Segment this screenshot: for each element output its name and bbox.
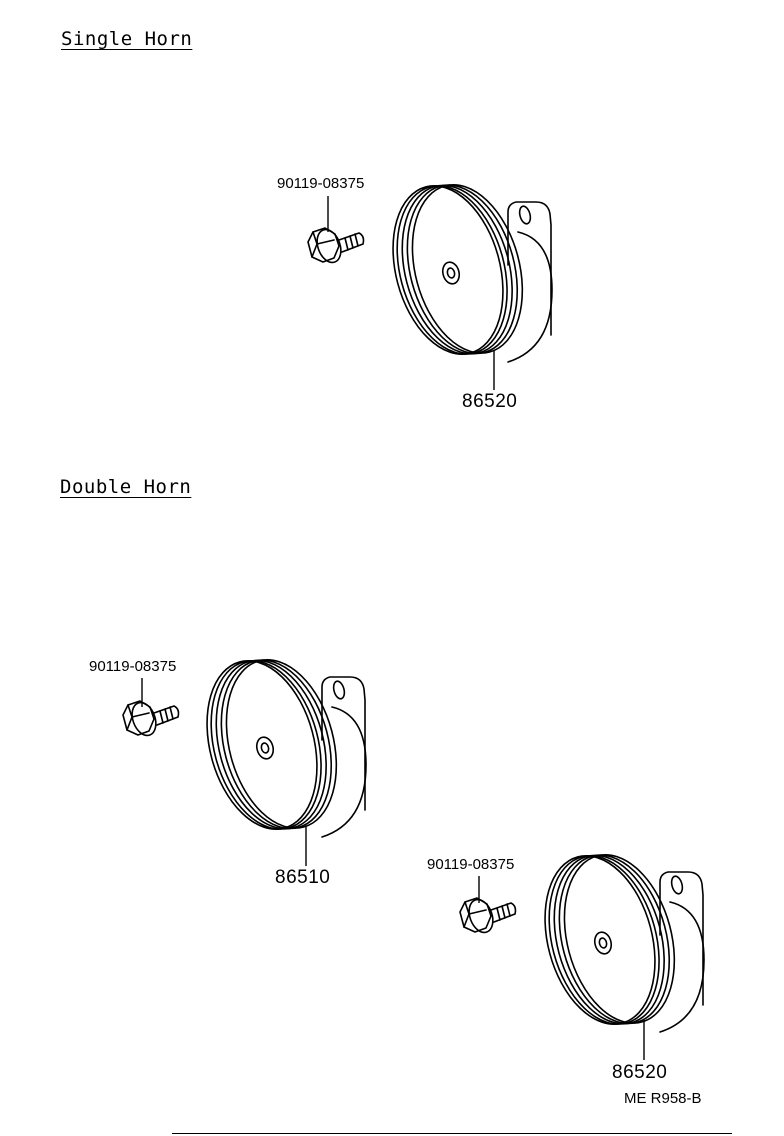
double-left-horn-illustration bbox=[188, 646, 367, 843]
double-right-bolt-illustration bbox=[459, 895, 517, 937]
single-horn-illustration bbox=[374, 171, 553, 368]
double-left-leader-lines bbox=[141, 678, 307, 866]
single-bolt-part-number: 90119-08375 bbox=[277, 175, 365, 192]
single-bolt-illustration bbox=[307, 225, 365, 267]
single-horn-title: Single Horn bbox=[61, 28, 193, 50]
double-right-horn-illustration bbox=[526, 841, 705, 1038]
single-horn-part-number: 86520 bbox=[462, 391, 518, 412]
bottom-divider bbox=[172, 1133, 732, 1134]
double-left-horn-part-number: 86510 bbox=[275, 867, 331, 888]
double-horn-title: Double Horn bbox=[60, 476, 192, 498]
single-leader-lines bbox=[327, 196, 495, 390]
double-right-leader-lines bbox=[478, 876, 645, 1060]
figure-code: ME R958-B bbox=[624, 1090, 702, 1107]
double-left-bolt-illustration bbox=[122, 698, 180, 740]
double-right-horn-part-number: 86520 bbox=[612, 1062, 668, 1083]
double-left-bolt-part-number: 90119-08375 bbox=[89, 658, 177, 675]
double-right-bolt-part-number: 90119-08375 bbox=[427, 856, 515, 873]
